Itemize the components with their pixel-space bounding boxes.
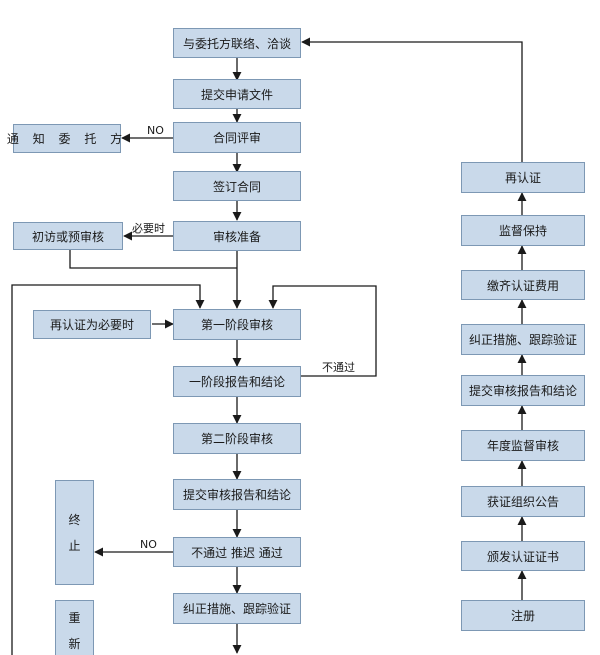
box-submit-report-right: 提交审核报告和结论 xyxy=(461,375,585,406)
box-corrective-left: 纠正措施、跟踪验证 xyxy=(173,593,301,624)
box-recert-if-needed-label: 再认证为必要时 xyxy=(49,318,134,332)
terminate-char-1: 终 xyxy=(68,512,81,527)
box-stage2-audit-label: 第二阶段审核 xyxy=(200,432,273,446)
label-if-needed: 必要时 xyxy=(132,222,165,235)
box-notify-client: 通 知 委 托 方 xyxy=(7,124,122,153)
terminate-char-2: 止 xyxy=(68,538,81,553)
box-stage1-report-label: 一阶段报告和结论 xyxy=(188,375,285,389)
box-decision-label: 不通过 推迟 通过 xyxy=(191,545,283,560)
box-pre-visit: 初访或预审核 xyxy=(13,222,123,250)
box-issue-cert-label: 颁发认证证书 xyxy=(486,549,559,564)
box-recert-if-needed: 再认证为必要时 xyxy=(33,310,151,339)
box-annual-audit: 年度监督审核 xyxy=(461,430,585,461)
box-stage1-report: 一阶段报告和结论 xyxy=(173,366,301,397)
box-recert: 再认证 xyxy=(461,162,585,193)
box-issue-cert: 颁发认证证书 xyxy=(461,541,585,571)
restart-char-1: 重 xyxy=(68,611,81,625)
box-stage1-audit-label: 第一阶段审核 xyxy=(200,318,273,332)
box-annual-audit-label: 年度监督审核 xyxy=(486,439,559,453)
box-register-label: 注册 xyxy=(510,609,535,623)
label-fail: 不通过 xyxy=(322,361,355,374)
box-audit-prep: 审核准备 xyxy=(173,221,301,251)
label-no-decision: NO xyxy=(140,538,157,551)
box-pay-fees-label: 缴齐认证费用 xyxy=(486,278,559,293)
label-no-contract: NO xyxy=(147,124,164,137)
arrow-recert-to-contact xyxy=(301,37,523,162)
box-announce: 获证组织公告 xyxy=(461,486,585,517)
box-register: 注册 xyxy=(461,600,585,631)
line-previsit-down xyxy=(69,250,237,269)
box-contract-review: 合同评审 xyxy=(173,122,301,153)
box-pre-visit-label: 初访或预审核 xyxy=(31,229,104,244)
box-submit-application: 提交申请文件 xyxy=(173,79,301,109)
box-submit-report-label: 提交审核报告和结论 xyxy=(182,488,291,502)
box-sign-contract-label: 签订合同 xyxy=(212,179,261,194)
box-maintain: 监督保持 xyxy=(461,215,585,246)
box-terminate: 终 止 xyxy=(55,480,94,585)
box-submit-report-right-label: 提交审核报告和结论 xyxy=(468,384,577,398)
box-decision: 不通过 推迟 通过 xyxy=(173,537,301,567)
box-maintain-label: 监督保持 xyxy=(498,224,547,238)
box-recert-label: 再认证 xyxy=(504,171,541,185)
arrow-restart-loop xyxy=(11,284,205,655)
box-corrective-right-label: 纠正措施、跟踪验证 xyxy=(468,333,577,347)
box-sign-contract: 签订合同 xyxy=(173,171,301,201)
box-contact-client: 与委托方联络、洽谈 xyxy=(173,28,301,58)
box-announce-label: 获证组织公告 xyxy=(486,495,559,509)
box-submit-application-label: 提交申请文件 xyxy=(200,87,273,102)
arrow-fail-loop xyxy=(268,285,377,377)
box-submit-report: 提交审核报告和结论 xyxy=(173,479,301,510)
box-notify-client-label: 通 知 委 托 方 xyxy=(6,132,128,146)
box-corrective-left-label: 纠正措施、跟踪验证 xyxy=(182,602,291,616)
box-stage2-audit: 第二阶段审核 xyxy=(173,423,301,454)
box-corrective-right: 纠正措施、跟踪验证 xyxy=(461,324,585,355)
box-pay-fees: 缴齐认证费用 xyxy=(461,270,585,300)
box-contact-client-label: 与委托方联络、洽谈 xyxy=(182,36,291,51)
box-restart: 重 新 xyxy=(55,600,94,655)
box-stage1-audit: 第一阶段审核 xyxy=(173,309,301,340)
box-audit-prep-label: 审核准备 xyxy=(212,229,261,244)
restart-char-2: 新 xyxy=(68,637,81,651)
box-contract-review-label: 合同评审 xyxy=(212,131,261,145)
